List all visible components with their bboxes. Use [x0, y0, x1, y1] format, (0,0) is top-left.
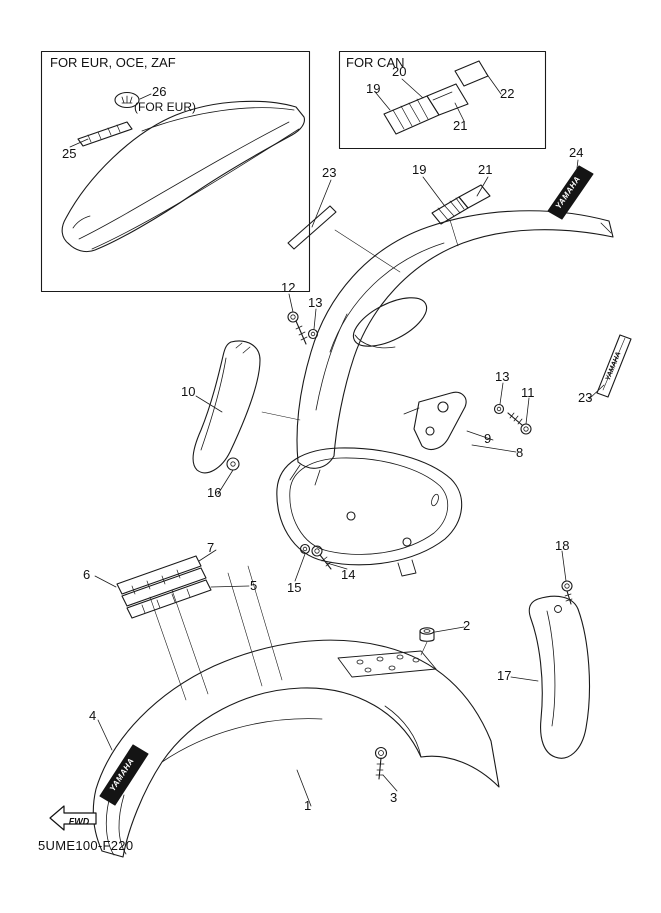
side-panel-drawing [192, 340, 301, 474]
callout-19-can: 19 [366, 81, 381, 96]
callout-21-can: 21 [453, 118, 468, 133]
bolt-3-drawing [374, 746, 388, 780]
callout-13-b: 13 [495, 369, 510, 384]
rear-decal-strip-23-drawing [287, 205, 401, 273]
callout-9: 9 [484, 431, 492, 446]
callout-11: 11 [521, 385, 535, 400]
callout-18: 18 [555, 538, 570, 553]
callout-15: 15 [287, 580, 302, 595]
rear-fender-assembly: YAMAHA YAMAHA [192, 159, 632, 582]
yamaha-decal-23: YAMAHA [596, 334, 632, 398]
callout-5: 5 [250, 578, 258, 593]
leader-lines [375, 72, 502, 122]
leader-lines [69, 93, 152, 148]
mount-bracket-drawing [403, 391, 467, 450]
inset-box-frame [338, 50, 547, 150]
callout-24: 24 [569, 145, 584, 160]
washer-13b-drawing [493, 403, 505, 415]
front-fender-assembly: YAMAHA [92, 549, 591, 858]
callout-8: 8 [516, 445, 524, 460]
stripe-decals-drawing [116, 555, 283, 701]
bolt-18-drawing [561, 580, 573, 605]
callout-22: 22 [500, 86, 515, 101]
callout-7: 7 [207, 540, 215, 555]
callout-23-top: 23 [322, 165, 337, 180]
washer-15-drawing [299, 543, 311, 555]
nut-2-drawing [419, 627, 435, 656]
callout-20: 20 [392, 64, 407, 79]
tuning-fork-emblem-drawing [114, 91, 140, 109]
bolt-12-drawing [287, 311, 308, 345]
leader-lines [195, 159, 605, 582]
callout-1: 1 [304, 798, 312, 813]
washer-16-drawing [226, 457, 240, 471]
callout-14: 14 [341, 567, 356, 582]
bolt-14-drawing [311, 545, 332, 570]
eur-inset-box [40, 50, 311, 293]
seat-strip-drawing [77, 121, 133, 147]
fwd-arrow-label: FWD [69, 816, 90, 826]
inner-fender-drawing [276, 447, 463, 577]
callout-26: 26 [152, 84, 167, 99]
callout-10: 10 [181, 384, 196, 399]
leader-lines [94, 549, 567, 807]
can-box-label: FOR CAN [346, 55, 405, 70]
seat-drawing [61, 100, 305, 253]
diagram-code: 5UME100-F220 [38, 838, 134, 853]
callout-3: 3 [390, 790, 398, 805]
inset-box-frame [40, 50, 311, 293]
callout-4: 4 [89, 708, 97, 723]
callout-17: 17 [497, 668, 512, 683]
front-fender-drawing [92, 639, 500, 858]
callout-6: 6 [83, 567, 91, 582]
bolt-11-drawing [507, 412, 532, 435]
callout-26-note: (FOR EUR) [134, 100, 196, 114]
callout-12: 12 [281, 280, 296, 295]
mud-guard-17-drawing [528, 595, 591, 759]
fwd-arrow: FWD [49, 805, 97, 831]
callout-25: 25 [62, 146, 77, 161]
yamaha-decal-24: YAMAHA [547, 165, 594, 220]
rear-decal-strip-21-drawing [449, 184, 491, 247]
rear-fender-drawing [289, 210, 614, 486]
washer-13a-drawing [307, 328, 319, 340]
callout-21-main: 21 [478, 162, 493, 177]
callout-23-right: 23 [578, 390, 593, 405]
callout-19-main: 19 [412, 162, 427, 177]
callout-16: 16 [207, 485, 222, 500]
callout-13-a: 13 [308, 295, 323, 310]
can-inset-box [338, 50, 547, 150]
callout-2: 2 [463, 618, 471, 633]
eur-box-label: FOR EUR, OCE, ZAF [50, 55, 176, 70]
